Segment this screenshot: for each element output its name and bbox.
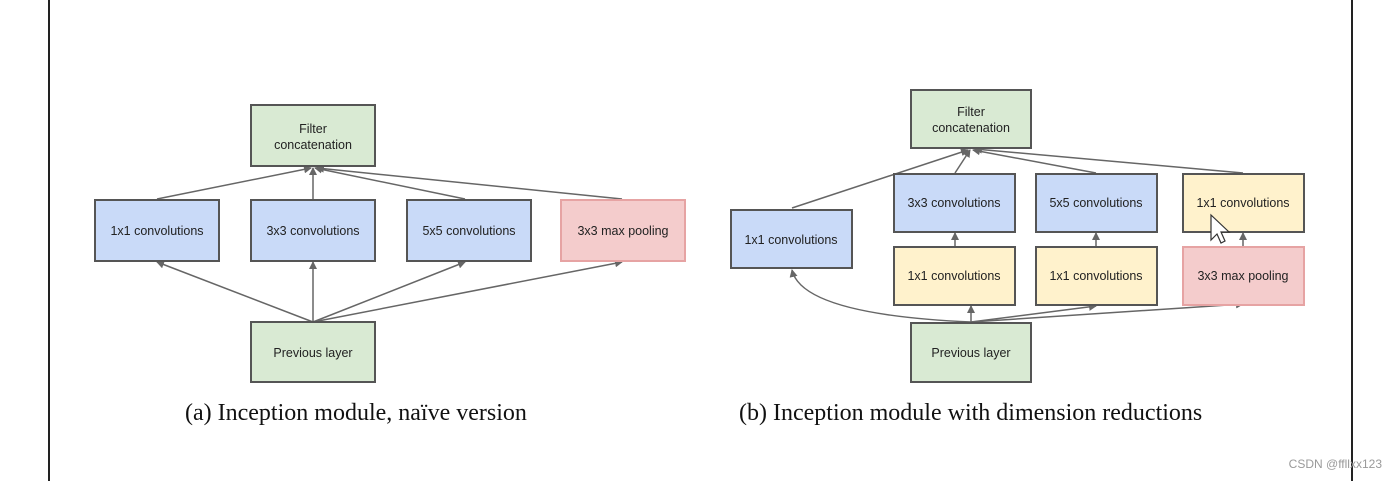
a-maxpool-node: 3x3 max pooling: [560, 199, 686, 262]
caption-b: (b) Inception module with dimension redu…: [739, 400, 1203, 426]
edge-prev-to-maxpool: [970, 300, 1244, 323]
b-pool-proj-node: 1x1 convolutions: [1182, 173, 1305, 233]
diagram-a-edges: [156, 164, 623, 323]
a-conv3x3-label: 3x3 convolutions: [266, 224, 359, 238]
b-previous-layer-node: Previous layer: [910, 322, 1032, 383]
mouse-pointer-icon: [1210, 213, 1231, 244]
b-filter-concat-label-2: concatenation: [932, 121, 1010, 135]
page-frame: [48, 0, 1353, 481]
diagram-a-nodes: Filter concatenation 1x1 convolutions 3x…: [94, 104, 686, 383]
a-conv1x1-label: 1x1 convolutions: [110, 224, 203, 238]
edge-prev-to-left-1x1: [789, 269, 972, 323]
a-conv5x5-node: 5x5 convolutions: [406, 199, 532, 262]
edge-proj-to-concat: [974, 145, 1244, 174]
a-filter-concat-label-2: concatenation: [274, 138, 352, 152]
b-pool-proj-label: 1x1 convolutions: [1196, 196, 1289, 210]
a-conv5x5-label: 5x5 convolutions: [422, 224, 515, 238]
b-maxpool-node: 3x3 max pooling: [1182, 246, 1305, 306]
b-reduce3-label: 1x1 convolutions: [907, 269, 1000, 283]
watermark: CSDN @ffllxx123: [1288, 457, 1382, 471]
diagram-b-edges: [789, 145, 1247, 323]
b-conv5x5-label: 5x5 convolutions: [1049, 196, 1142, 210]
b-reduce3-node: 1x1 convolutions: [893, 246, 1016, 306]
b-conv3x3-label: 3x3 convolutions: [907, 196, 1000, 210]
edge-prev-to-reduce5: [970, 302, 1097, 323]
b-maxpool-label: 3x3 max pooling: [1197, 269, 1288, 283]
edge-5x5-to-concat: [314, 165, 466, 200]
b-reduce5-label: 1x1 convolutions: [1049, 269, 1142, 283]
b-conv3x3-node: 3x3 convolutions: [893, 173, 1016, 233]
edge-prev-to-5x5: [312, 260, 466, 323]
b-previous-layer-label: Previous layer: [931, 346, 1010, 360]
a-filter-concat-label-1: Filter: [299, 122, 327, 136]
b-conv5x5-node: 5x5 convolutions: [1035, 173, 1158, 233]
a-filter-concat-node: Filter concatenation: [250, 104, 376, 167]
edge-1x1-to-concat: [156, 165, 312, 200]
edge-left-1x1-to-concat: [791, 148, 969, 209]
a-maxpool-label: 3x3 max pooling: [577, 224, 668, 238]
a-conv1x1-node: 1x1 convolutions: [94, 199, 220, 262]
edge-prev-to-pool: [312, 259, 623, 323]
a-previous-layer-label: Previous layer: [273, 346, 352, 360]
b-filter-concat-node: Filter concatenation: [910, 89, 1032, 149]
a-previous-layer-node: Previous layer: [250, 321, 376, 383]
edge-5x5-to-concat: [972, 147, 1097, 174]
edge-3x3-to-concat: [954, 149, 971, 174]
b-conv1x1-left-node: 1x1 convolutions: [730, 209, 853, 269]
b-filter-concat-label-1: Filter: [957, 105, 985, 119]
b-conv1x1-left-label: 1x1 convolutions: [744, 233, 837, 247]
edge-pool-to-concat: [316, 164, 623, 200]
edge-prev-to-1x1: [156, 260, 314, 323]
diagram-b-nodes: Filter concatenation 1x1 convolutions 3x…: [730, 89, 1305, 383]
caption-a: (a) Inception module, naïve version: [185, 400, 527, 426]
a-conv3x3-node: 3x3 convolutions: [250, 199, 376, 262]
b-reduce5-node: 1x1 convolutions: [1035, 246, 1158, 306]
